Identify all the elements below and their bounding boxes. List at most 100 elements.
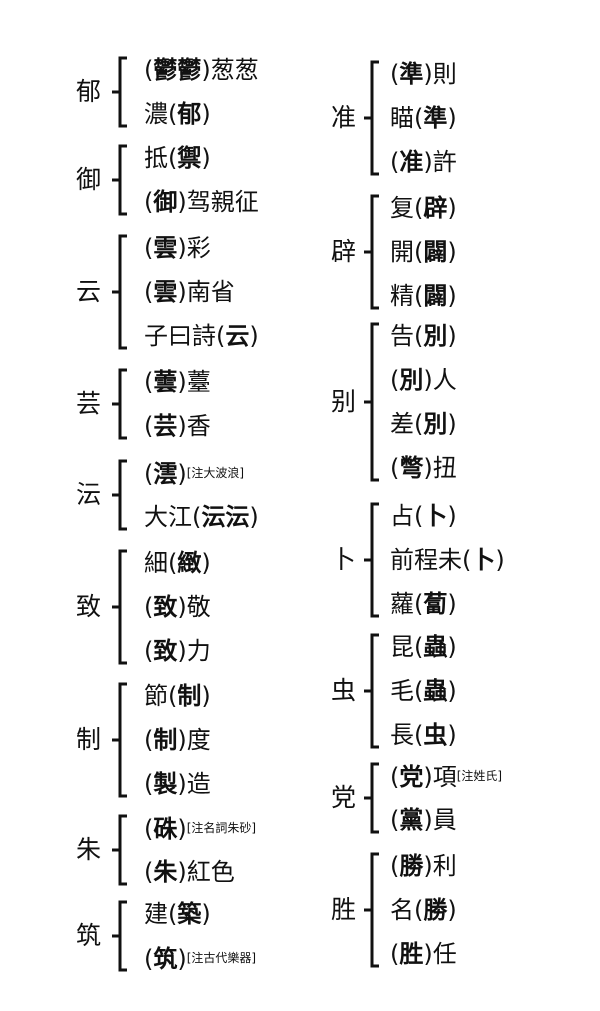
group-bracket (364, 502, 379, 618)
phrase-text: ) (447, 590, 457, 618)
phrase-key-char: 蟲 (423, 677, 448, 705)
group-head-char: 云 (76, 277, 102, 306)
phrase-key-char: 云 (225, 322, 250, 350)
phrase-text: )葱葱 (201, 56, 259, 84)
phrase-item: (准)許 (390, 147, 457, 177)
phrase-text: 長( (390, 721, 424, 749)
phrase-item: (澐)[注大波浪] (144, 458, 244, 489)
phrase-text: )紅色 (177, 858, 235, 886)
bracket-line (364, 194, 379, 310)
phrase-key-char: 辟 (423, 194, 448, 222)
phrase-text: ) (177, 815, 187, 843)
phrase-key-char: 虫 (423, 721, 448, 749)
phrase-item: (芸)香 (144, 411, 211, 441)
phrase-text: ) (495, 546, 505, 574)
phrase-key-char: 胜 (399, 940, 424, 968)
group-head-char: 卜 (331, 545, 357, 574)
phrase-item: (蕓)薹 (144, 367, 211, 397)
group-bracket (112, 814, 127, 886)
group-bracket (112, 682, 127, 798)
phrase-key-char: 闢 (423, 238, 448, 266)
phrase-text: ( (144, 460, 154, 488)
group-bracket (364, 762, 379, 834)
phrase-item: (勝)利 (390, 851, 457, 881)
phrase-text: ( (144, 368, 154, 396)
phrase-key-char: 澐 (153, 460, 178, 488)
group-head-char: 辟 (331, 237, 357, 266)
phrase-key-char: 勝 (423, 896, 448, 924)
group-head-char: 芸 (76, 389, 102, 418)
phrase-key-char: 致 (153, 637, 178, 665)
group-bracket (364, 852, 379, 968)
phrase-text: )香 (177, 412, 211, 440)
phrase-key-char: 闢 (423, 282, 448, 310)
phrase-text: ( (144, 770, 154, 798)
phrase-item: 蘿(蔔) (390, 589, 457, 619)
group-bracket (364, 322, 379, 482)
phrase-text: )度 (177, 726, 211, 754)
phrase-text: )造 (177, 770, 211, 798)
phrase-key-char: 雲 (153, 278, 178, 306)
phrase-text: ) (201, 100, 211, 128)
phrase-text: ( (144, 858, 154, 886)
phrase-text: ( (144, 593, 154, 621)
bracket-line (112, 814, 127, 886)
phrase-item: (朱)紅色 (144, 857, 235, 887)
bracket-line (364, 60, 379, 176)
group-head-char: 筑 (76, 921, 102, 950)
phrase-note: [注古代樂器] (186, 951, 257, 965)
phrase-text: 子曰詩( (144, 322, 226, 350)
phrase-item: 前程未(卜) (390, 545, 505, 575)
phrase-key-char: 党 (399, 763, 424, 791)
phrase-text: 細( (144, 549, 178, 577)
phrase-text: )力 (177, 637, 211, 665)
phrase-key-char: 別 (423, 410, 448, 438)
phrase-text: 复( (390, 194, 424, 222)
phrase-text: )員 (423, 806, 457, 834)
phrase-text: ( (390, 454, 400, 482)
phrase-key-char: 別 (423, 322, 448, 350)
phrase-note: [注大波浪] (186, 466, 245, 480)
phrase-text: )利 (423, 852, 457, 880)
phrase-text: ) (447, 194, 457, 222)
phrase-text: 濃( (144, 100, 178, 128)
phrase-key-char: 郁 (177, 100, 202, 128)
phrase-text: 前程未( (390, 546, 472, 574)
phrase-text: ( (144, 56, 154, 84)
bracket-line (112, 144, 127, 216)
phrase-text: ( (144, 945, 154, 973)
bracket-line (112, 368, 127, 440)
phrase-text: )敬 (177, 593, 211, 621)
phrase-item: 開(闢) (390, 237, 457, 267)
phrase-text: ( (390, 148, 400, 176)
phrase-text: ) (447, 322, 457, 350)
phrase-item: (準)則 (390, 59, 457, 89)
phrase-text: 差( (390, 410, 424, 438)
group-head-char: 别 (331, 387, 357, 416)
phrase-item: (雲)南省 (144, 277, 235, 307)
group-bracket (112, 549, 127, 665)
phrase-key-char: 蔔 (423, 590, 448, 618)
phrase-key-char: 築 (177, 900, 202, 928)
phrase-text: 節( (144, 682, 178, 710)
phrase-text: )許 (423, 148, 457, 176)
phrase-text: ) (249, 503, 259, 531)
group-bracket (112, 368, 127, 440)
phrase-item: 節(制) (144, 681, 211, 711)
phrase-key-char: 御 (153, 188, 178, 216)
phrase-key-char: 筑 (153, 945, 178, 973)
phrase-item: (胜)任 (390, 939, 457, 969)
phrase-text: 占( (390, 502, 424, 530)
phrase-item: 精(闢) (390, 281, 457, 311)
phrase-item: 建(築) (144, 899, 211, 929)
bracket-line (364, 762, 379, 834)
phrase-item: (硃)[注名詞朱砂] (144, 813, 256, 844)
phrase-item: 告(別) (390, 321, 457, 351)
group-head-char: 虫 (331, 676, 357, 705)
phrase-item: 瞄(準) (390, 103, 457, 133)
group-head-char: 胜 (331, 895, 357, 924)
phrase-text: ) (447, 410, 457, 438)
phrase-key-char: 製 (153, 770, 178, 798)
phrase-text: ( (144, 815, 154, 843)
phrase-item: 濃(郁) (144, 99, 211, 129)
